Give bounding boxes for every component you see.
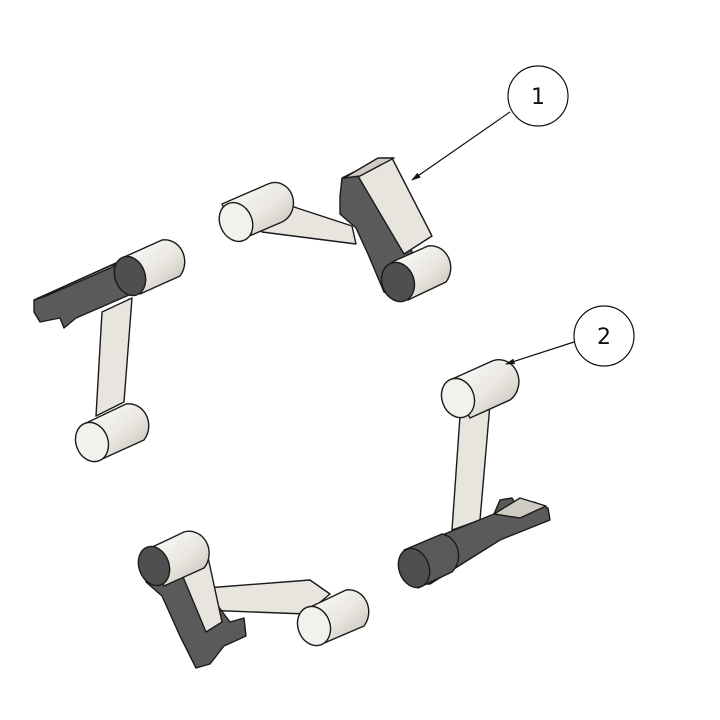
cylinder-top-small-end [218,201,254,243]
callout-number-2: 2 [597,325,611,350]
callout-1: 1 [411,65,569,181]
callout-2: 2 [505,305,635,367]
strap-left [95,297,133,417]
leader-line-2 [505,341,575,365]
strap-right [451,403,491,531]
hinge-clip-bottom [137,530,370,669]
callout-circle-1 [507,65,569,127]
arm-right-top [493,497,547,519]
hinge-clip-right [397,359,551,589]
callout-circle-2 [573,305,635,367]
cylinder-top-large-end [380,261,416,303]
cylinder-bottom-top-end [137,545,171,587]
callout-number-1: 1 [531,85,545,110]
cylinder-left-bottom-end [74,421,110,463]
cylinder-right-bottom-end [397,547,431,589]
cylinder-bottom-small-end [296,605,332,647]
leader-line-1 [411,111,511,181]
hinge-clip-left [33,239,186,463]
cylinder-right-top-end [440,377,476,419]
block-top-topface [343,157,395,179]
hinge-clip-top [218,157,452,303]
cylinder-left-top-end [113,255,147,297]
